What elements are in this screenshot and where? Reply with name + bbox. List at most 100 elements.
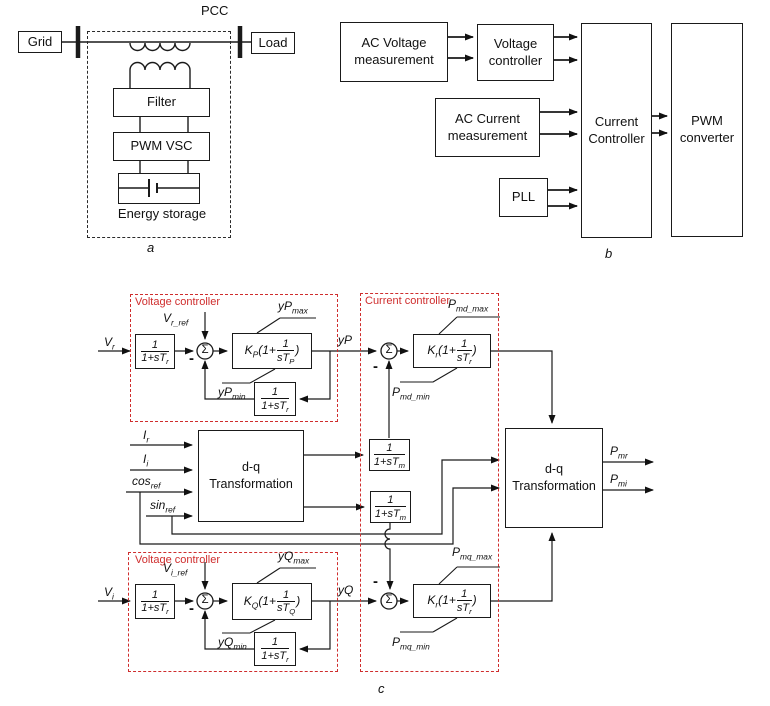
filter-box: Filter <box>113 88 210 117</box>
ac-current-measurement-box: AC Current measurement <box>435 98 540 157</box>
part-a-label: a <box>147 240 155 255</box>
frac-den: sTr <box>456 351 472 366</box>
sigma-symbol: Σ <box>201 594 209 606</box>
signal-yp: yP <box>338 333 353 347</box>
frac-num: 1 <box>456 588 472 602</box>
dq-transformation-left: d-q Transformation <box>198 430 304 522</box>
pi-gain: Kr(1+ <box>427 343 456 360</box>
energy-storage-box <box>118 173 200 204</box>
frac-den: 1+sTr <box>141 602 169 617</box>
box-text: Transformation <box>209 477 293 491</box>
minus-sign: - <box>189 600 194 617</box>
paren: ) <box>472 343 477 358</box>
signal-pmi: Pmi <box>610 472 627 489</box>
ac-voltage-measurement-box: AC Voltage measurement <box>340 22 448 82</box>
box-text: d-q <box>544 462 564 477</box>
section-label: Voltage controller <box>135 296 220 308</box>
signal-vi: Vi <box>104 585 114 602</box>
frac-num: 1 <box>276 338 295 352</box>
pcc-label: PCC <box>201 3 229 18</box>
part-b-arrows <box>448 33 668 210</box>
frac-den: sTr <box>456 601 472 616</box>
signal-sin-ref: sinref <box>150 498 176 515</box>
signal-ir: Ir <box>143 428 150 445</box>
part-c-label: c <box>378 681 385 696</box>
limit-pmd-min: Pmd_min <box>392 385 430 402</box>
sum-junction-vi <box>196 592 214 610</box>
dq-transformation-right: d-q Transformation <box>505 428 603 528</box>
signal-vr: Vr <box>104 335 115 352</box>
minus-sign: - <box>373 573 378 590</box>
current-controller-box: Current Controller <box>581 23 652 238</box>
frac-den: 1+sTr <box>141 352 169 367</box>
section-label: Current controller <box>365 295 450 307</box>
box-text: converter <box>679 130 735 145</box>
limit-yq-max: yQmax <box>278 549 310 566</box>
frac-num: 1 <box>141 339 169 352</box>
box-text: Controller <box>588 130 645 146</box>
voltage-controller-box: Voltage controller <box>477 24 554 81</box>
sum-junctions <box>196 342 398 610</box>
load-box: Load <box>251 32 295 54</box>
limit-pmq-min: Pmq_min <box>392 635 430 652</box>
box-text: AC Voltage <box>361 35 427 51</box>
paren: ) <box>295 343 300 358</box>
frac-den: 1+sTm <box>374 507 407 522</box>
frac-den: sTP <box>276 351 295 366</box>
sigma-symbol: Σ <box>201 344 209 356</box>
sum-junction-yp <box>380 342 398 360</box>
signal-vr-ref: Vr_ref <box>163 311 189 328</box>
pi-gain: KP(1+ <box>244 343 276 360</box>
frac-num: 1 <box>373 442 406 456</box>
part-c-lines <box>98 312 654 653</box>
box-text: Transformation <box>512 479 596 493</box>
frac-den: sTQ <box>277 602 296 617</box>
minus-sign: - <box>189 350 194 367</box>
current-controller-section: Current controller <box>360 293 499 672</box>
box-text: controller <box>488 52 543 68</box>
converter-unit-dashed-box <box>87 31 231 238</box>
limit-yp-min: yPmin <box>218 385 246 402</box>
section-label: Voltage controller <box>135 554 220 566</box>
sum-junction-yq <box>380 592 398 610</box>
transformer-coil-top <box>129 42 191 52</box>
sigma-symbol: Σ <box>385 344 393 356</box>
signal-ii: Ii <box>143 452 149 469</box>
frac-num: 1 <box>141 589 169 602</box>
grid-box: Grid <box>18 31 62 53</box>
box-text: measurement <box>447 127 528 143</box>
frac-den: 1+sTr <box>261 399 289 414</box>
limit-pmd-max: Pmd_max <box>448 297 489 314</box>
box-text: PWM <box>691 113 723 129</box>
box-text: Voltage <box>493 35 538 51</box>
pi-gain: KQ(1+ <box>243 593 276 611</box>
paren: ) <box>296 593 301 608</box>
box-text: measurement <box>354 52 434 67</box>
signal-vi-ref: Vi_ref <box>163 561 188 578</box>
minus-sign: - <box>373 358 378 375</box>
limit-pmq-max: Pmq_max <box>452 545 493 562</box>
part-a-wiring <box>62 26 251 197</box>
frac-num: 1 <box>374 494 407 508</box>
box-text: d-q <box>241 460 261 475</box>
frac-num: 1 <box>456 338 472 352</box>
signal-pmr: Pmr <box>610 444 628 461</box>
energy-storage-label: Energy storage <box>117 206 207 221</box>
pll-box: PLL <box>499 178 548 217</box>
voltage-controller-section-bottom: Voltage controller <box>128 552 338 672</box>
voltage-controller-section-top: Voltage controller <box>130 294 338 422</box>
pwm-vsc-box: PWM VSC <box>113 132 210 161</box>
pwm-converter-box: PWM converter <box>671 23 743 237</box>
part-b-label: b <box>605 246 613 261</box>
